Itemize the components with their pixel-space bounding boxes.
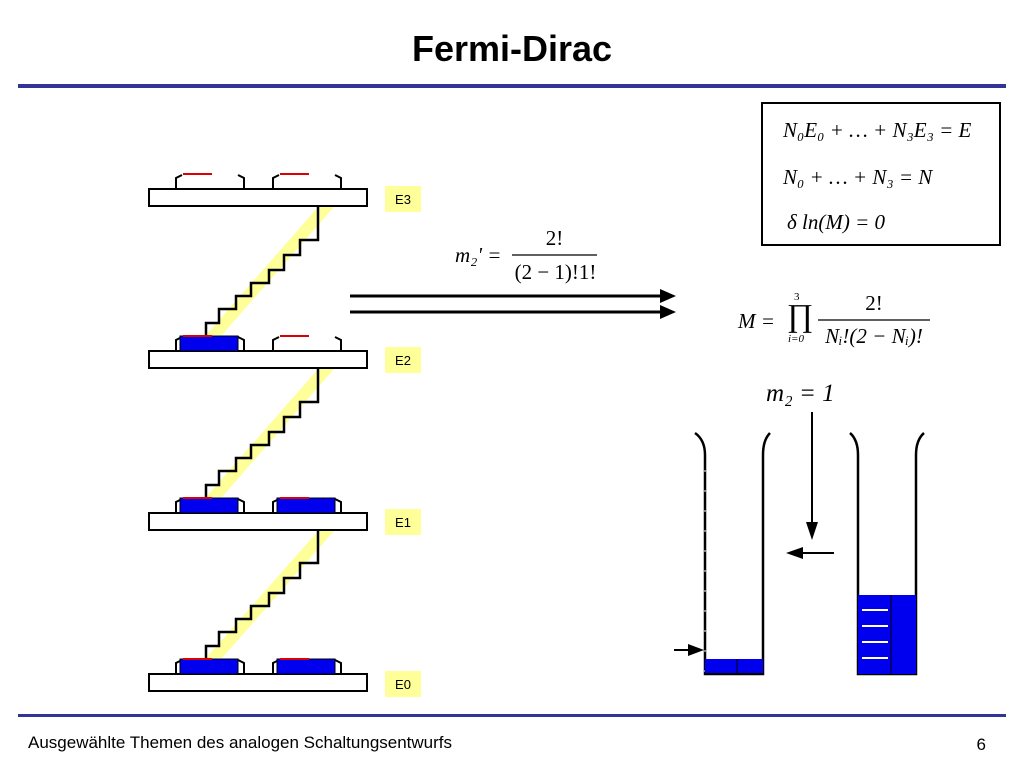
page-title: Fermi-Dirac [411, 28, 613, 69]
page-number: 6 [976, 735, 986, 754]
vessel-right [849, 432, 925, 676]
vessel-right-fill [858, 595, 916, 674]
stair-e2-e1 [204, 369, 334, 497]
product-lower-limit: i=0 [788, 333, 804, 345]
particle-constraint: N₀ + … + N₃ = N [783, 165, 933, 189]
occupied-state [179, 658, 239, 675]
level-label-e3-bg [385, 186, 421, 212]
level-e1 [148, 497, 368, 531]
stair-e1-e0 [204, 531, 334, 658]
M-denominator: Nᵢ!(2 − Nᵢ)! [825, 324, 923, 348]
m2prime-denominator: (2 − 1)!1! [514, 260, 597, 284]
product-symbol: ∏ [787, 297, 814, 333]
vessel-left [694, 431, 771, 676]
m2-value: m₂ = 1 [766, 380, 835, 407]
variation-condition: δ ln(M) = 0 [787, 210, 885, 234]
level-e2 [148, 335, 368, 369]
M-numerator: 2! [865, 291, 883, 315]
arrow-down-icon [806, 412, 818, 540]
footer-divider [18, 714, 1006, 717]
level-label-e1-bg [385, 509, 421, 535]
arrow-left-icon [786, 547, 834, 559]
occupied-state [276, 497, 336, 514]
level-e0 [148, 658, 368, 692]
state-slot-right [272, 174, 342, 189]
level-label-e1: E1 [395, 515, 411, 530]
vessel-left-fill [705, 659, 763, 673]
level-label-e3: E3 [395, 192, 411, 207]
level-label-e2: E2 [395, 353, 411, 368]
energy-constraint: N₀E₀ + … + N₃E₃ = E [783, 118, 972, 142]
level-label-e0: E0 [395, 677, 411, 692]
product-upper-limit: 3 [794, 291, 800, 303]
state-slot-left [175, 174, 245, 189]
occupied-state [179, 335, 239, 352]
implication-arrow [350, 289, 676, 319]
m2prime-numerator: 2! [545, 226, 564, 250]
title-divider [18, 84, 1006, 88]
arrow-right-icon [674, 644, 704, 656]
occupied-state [179, 497, 239, 514]
stair-e3-e2 [204, 207, 334, 335]
occupied-state [276, 658, 336, 675]
level-e3 [148, 173, 368, 207]
level-label-e2-bg [385, 347, 421, 373]
level-label-e0-bg [385, 671, 421, 697]
M-lhs: M = [738, 309, 775, 333]
footer-text: Ausgewählte Themen des analogen Schaltun… [28, 733, 453, 752]
m2prime-lhs: m₂' = [455, 243, 502, 267]
constraints-box: N₀E₀ + … + N₃E₃ = E N₀ + … + N₃ = N δ ln… [761, 102, 1001, 246]
